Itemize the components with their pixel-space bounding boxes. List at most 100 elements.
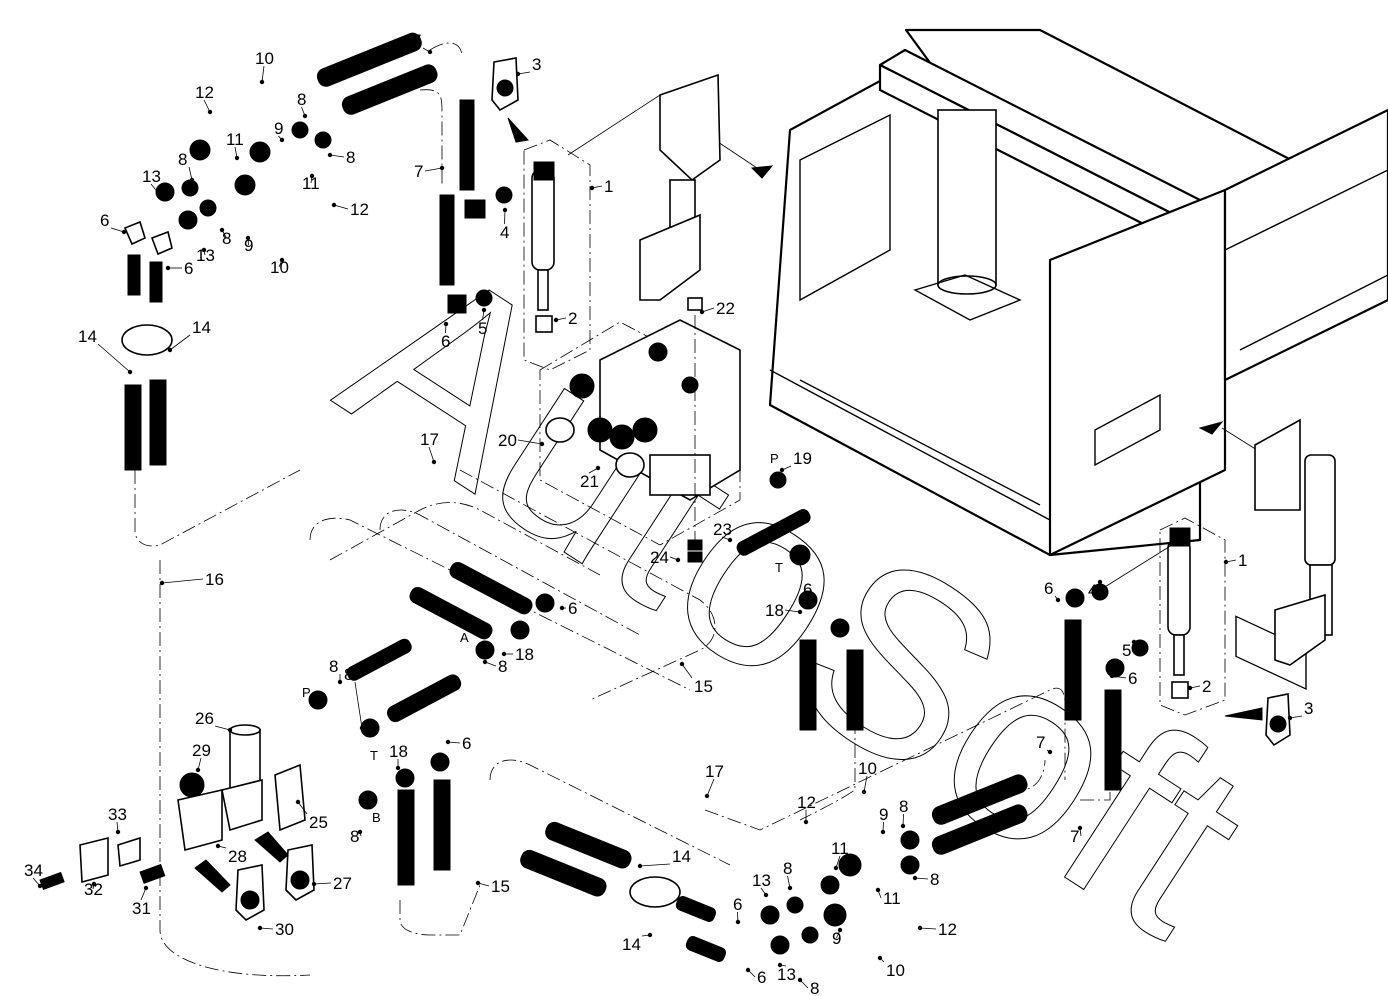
leader-dot-26: [227, 727, 233, 733]
leader-dot-6: [1055, 597, 1061, 603]
callout-11: 11: [302, 174, 320, 193]
callout-6: 6: [441, 238, 450, 257]
port-label-t-lower: T: [370, 748, 378, 763]
callout-9: 9: [879, 805, 888, 824]
leader-dot-33: [115, 829, 121, 835]
leader-dot-8: [357, 829, 363, 835]
callout-12: 12: [938, 920, 957, 939]
leader-line-15: [681, 663, 693, 679]
callout-25: 25: [309, 813, 328, 832]
leader-dot-23: [727, 537, 733, 543]
hoses-top-left: [121, 32, 438, 471]
leader-dot-20: [539, 441, 545, 447]
leader-dot-31: [143, 885, 149, 891]
leader-dot-3: [1287, 715, 1293, 721]
hoses-center: [308, 561, 555, 886]
callout-8: 8: [930, 870, 939, 889]
leader-dot-19: [779, 467, 785, 473]
callout-8: 8: [344, 665, 353, 684]
leader-dot-14: [167, 347, 173, 353]
callout-14: 14: [78, 327, 97, 346]
leader-dot-6: [735, 919, 741, 925]
leader-dot-9: [245, 235, 251, 241]
callout-29: 29: [192, 741, 211, 760]
callout-6: 6: [803, 580, 812, 599]
callout-6: 6: [100, 211, 109, 230]
callout-17: 17: [705, 762, 724, 781]
callout-8: 8: [178, 150, 187, 169]
callout-27: 27: [333, 874, 352, 893]
leader-dot-13: [201, 247, 207, 253]
leader-dot-15: [679, 661, 685, 667]
callout-13: 13: [196, 246, 215, 265]
callout-8: 8: [222, 229, 231, 248]
leader-dot-29: [195, 767, 201, 773]
callout-9: 9: [274, 119, 283, 138]
leader-dot-2: [553, 317, 559, 323]
callout-31: 31: [132, 899, 151, 918]
port-labels: P T A P T B: [302, 451, 783, 825]
leader-dot-2: [1187, 685, 1193, 691]
callout-22: 22: [716, 299, 735, 318]
callout-18: 18: [389, 742, 408, 761]
leader-line-12: [919, 927, 937, 930]
callout-8: 8: [783, 859, 792, 878]
cylinder-assembly-right: [1099, 517, 1226, 716]
callout-8: 8: [297, 90, 306, 109]
leader-dot-21: [595, 465, 601, 471]
leader-dot-30: [257, 925, 263, 931]
callout-11: 11: [831, 839, 849, 858]
callout-12: 12: [195, 83, 214, 102]
callout-18: 18: [515, 645, 534, 664]
leader-dot-18: [501, 651, 507, 657]
callout-6: 6: [1044, 579, 1053, 598]
leader-dot-14: [637, 863, 643, 869]
callout-6: 6: [733, 895, 742, 914]
leader-dot-9: [837, 927, 843, 933]
leader-dot-13: [777, 962, 783, 968]
callout-6: 6: [757, 968, 766, 987]
callout-10: 10: [270, 258, 289, 277]
valve-block-assembly: [539, 297, 741, 563]
callout-32: 32: [84, 880, 103, 899]
leader-dot-12: [207, 109, 213, 115]
leader-line-17: [428, 446, 435, 463]
leader-dot-14: [127, 369, 133, 375]
cylinder-assembly-upper: [523, 139, 591, 371]
leader-line-18: [784, 609, 801, 613]
callout-13: 13: [142, 167, 161, 186]
port-label-t-upper: T: [775, 560, 783, 575]
callout-26: 26: [195, 709, 214, 728]
leader-dot-12: [331, 202, 337, 208]
callout-14: 14: [192, 318, 211, 337]
callout-11: 11: [226, 130, 244, 149]
callout-3: 3: [1304, 699, 1313, 718]
leader-dot-25: [295, 799, 301, 805]
leader-dot-9: [880, 829, 886, 835]
leader-dot-27: [311, 881, 317, 887]
callout-8: 8: [899, 797, 908, 816]
callout-10: 10: [886, 961, 905, 980]
leader-dot-8: [337, 679, 343, 685]
leader-dot-18: [797, 609, 803, 615]
callout-10: 10: [858, 759, 877, 778]
leader-dot-6: [1109, 673, 1115, 679]
lift-bracket-right: [1254, 418, 1336, 666]
callout-8: 8: [329, 657, 338, 676]
hose-route-lines: [134, 42, 1111, 977]
leader-line-26: [214, 725, 231, 731]
hoses-bottom: [520, 774, 1028, 962]
leader-dot-6: [443, 321, 449, 327]
leader-dot-10: [861, 789, 867, 795]
leader-dot-13: [157, 192, 163, 198]
leader-dot-4: [1097, 579, 1103, 585]
callout-13: 13: [752, 871, 771, 890]
callout-2: 2: [1202, 677, 1211, 696]
leader-dot-11: [309, 173, 315, 179]
callout-8: 8: [346, 148, 355, 167]
leader-dot-3: [515, 71, 521, 77]
callout-6: 6: [462, 734, 471, 753]
callout-7: 7: [1036, 733, 1045, 752]
leader-line-10: [261, 65, 265, 83]
leader-line-10: [863, 775, 868, 793]
